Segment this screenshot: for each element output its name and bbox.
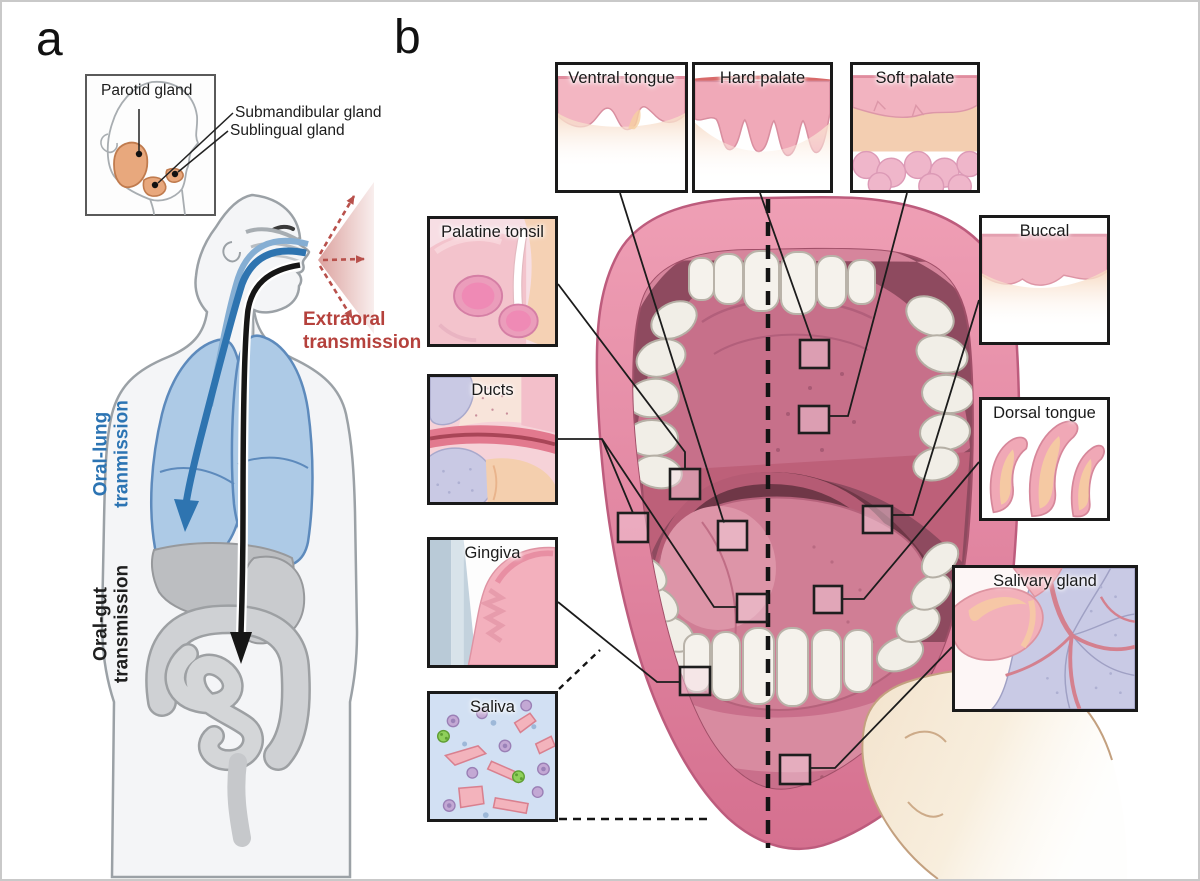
sampling-site-squares: [616, 338, 894, 786]
sample-square-duct-floor: [735, 592, 769, 624]
oral-gut-transmission-label: Oral-gut transmission: [90, 564, 133, 684]
extraoral-transmission-label: Extraoral transmission: [303, 309, 422, 353]
site-box-dorsal-tongue: Dorsal tongue: [979, 397, 1110, 521]
site-label-palatine-tonsil: Palatine tonsil: [441, 223, 544, 241]
site-label-ventral-tongue: Ventral tongue: [568, 69, 675, 87]
sample-square-hard-palate: [798, 338, 831, 370]
site-box-hard-palate: Hard palate: [692, 62, 833, 193]
panel-b-label: b: [394, 11, 421, 64]
sample-square-soft-palate: [797, 404, 831, 435]
sample-square-dorsal-tongue: [812, 584, 844, 615]
palatine-tonsil-illustration: [430, 219, 555, 344]
leader-lines: [557, 192, 980, 769]
site-box-saliva: Saliva: [427, 691, 558, 822]
submandibular-gland-label: Submandibular gland: [235, 104, 382, 121]
oral-gut-arrow: [230, 260, 301, 664]
soft-palate-illustration: [853, 65, 977, 190]
site-box-palatine-tonsil: Palatine tonsil: [427, 216, 558, 347]
oral-lung-arrow: [174, 237, 309, 532]
site-label-gingiva: Gingiva: [464, 544, 521, 562]
extraoral-spray: [318, 182, 374, 334]
salivary-gland-inset: [85, 74, 234, 216]
dorsal-tongue-illustration: [982, 400, 1107, 518]
buccal-illustration: [982, 218, 1107, 342]
saliva-dashed-lines: [558, 649, 708, 821]
ventral-tongue-illustration: [558, 65, 685, 190]
sample-square-buccal: [861, 504, 894, 535]
site-label-saliva: Saliva: [470, 698, 515, 716]
salivary-gland-illustration: [955, 568, 1135, 709]
site-label-hard-palate: Hard palate: [719, 69, 806, 87]
gingiva-illustration: [430, 540, 555, 665]
site-box-buccal: Buccal: [979, 215, 1110, 345]
sublingual-gland-label: Sublingual gland: [230, 122, 345, 139]
site-box-ventral-tongue: Ventral tongue: [555, 62, 688, 193]
sample-square-salivary-gland: [778, 753, 812, 786]
parotid-gland-label: Parotid gland: [101, 82, 193, 99]
site-box-soft-palate: Soft palate: [850, 62, 980, 193]
hard-palate-illustration: [695, 65, 830, 190]
site-label-buccal: Buccal: [1019, 222, 1070, 240]
site-label-soft-palate: Soft palate: [875, 69, 955, 87]
site-box-gingiva: Gingiva: [427, 537, 558, 668]
ducts-illustration: [430, 377, 555, 502]
site-box-ducts: Ducts: [427, 374, 558, 505]
oral-lung-transmission-label: Oral-lung tranmission: [90, 400, 133, 508]
sample-square-duct-buccal: [616, 511, 650, 544]
sample-square-gingiva: [678, 665, 712, 697]
sample-square-palatine-tonsil: [668, 467, 702, 501]
site-label-ducts: Ducts: [471, 381, 514, 399]
sample-square-ventral-tongue: [716, 519, 749, 552]
site-label-dorsal-tongue: Dorsal tongue: [993, 404, 1096, 422]
panel-a-illustration: [85, 74, 374, 879]
saliva-illustration: [430, 694, 555, 819]
panel-a-label: a: [36, 13, 63, 66]
open-mouth-illustration: [595, 195, 1021, 851]
site-label-salivary-gland: Salivary gland: [993, 572, 1097, 590]
site-box-salivary-gland: Salivary gland: [952, 565, 1138, 712]
panel-b-illustration: [557, 192, 1128, 879]
